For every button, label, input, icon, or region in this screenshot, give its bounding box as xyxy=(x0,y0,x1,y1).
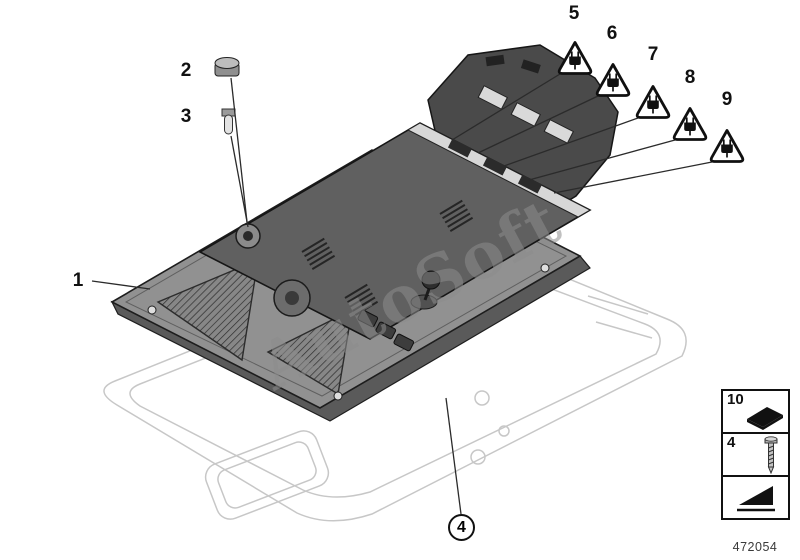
callout-4-label: 4 xyxy=(457,518,466,536)
callout-5[interactable]: 5 xyxy=(568,3,580,24)
leader-line-3 xyxy=(230,135,249,228)
cap-part-icon xyxy=(214,57,240,77)
callout-6[interactable]: 6 xyxy=(606,23,618,44)
frame-screw xyxy=(540,263,550,273)
callout-3[interactable]: 3 xyxy=(180,106,192,127)
joystick-base xyxy=(410,294,438,310)
legend-item-4[interactable]: 4 xyxy=(723,434,788,477)
callout-1[interactable]: 1 xyxy=(72,270,84,291)
button-cluster xyxy=(357,309,415,352)
frame-screw xyxy=(147,305,157,315)
switch-unit xyxy=(110,44,619,422)
leader-line-7 xyxy=(503,117,639,167)
leader-line-4 xyxy=(445,397,462,515)
callout-9[interactable]: 9 xyxy=(721,89,733,110)
legend-item-4-label: 4 xyxy=(727,434,736,451)
legend-direction-cell xyxy=(723,477,788,518)
warning-triangle-5-icon xyxy=(557,41,593,75)
connector-block xyxy=(482,156,508,176)
connector-block xyxy=(447,138,473,158)
callout-8[interactable]: 8 xyxy=(684,67,696,88)
leader-line-2 xyxy=(230,77,248,223)
screw-icon xyxy=(764,436,778,474)
rotary-ring-center xyxy=(285,291,299,305)
legend-item-10-label: 10 xyxy=(727,391,744,408)
joystick-knob xyxy=(421,270,441,290)
callout-2[interactable]: 2 xyxy=(180,60,192,81)
callout-4-circled[interactable]: 4 xyxy=(448,514,475,541)
warning-triangle-8-icon xyxy=(672,107,708,141)
foam-pad-icon xyxy=(747,407,783,430)
legend-item-10[interactable]: 10 xyxy=(723,391,788,434)
leader-line-9 xyxy=(553,161,713,194)
direction-arrow-icon xyxy=(736,485,775,511)
vent-slots xyxy=(301,199,474,317)
legend-box: 10 4 xyxy=(721,389,790,520)
warning-triangle-7-icon xyxy=(635,85,671,119)
frame-screw xyxy=(333,391,343,401)
connector-block xyxy=(517,174,543,194)
warning-triangle-6-icon xyxy=(595,63,631,97)
bulb-socket-hole xyxy=(243,231,253,241)
warning-triangle-9-icon xyxy=(709,129,745,163)
leader-line-8 xyxy=(528,139,676,181)
leader-lines xyxy=(91,73,713,515)
leader-line-6 xyxy=(477,95,599,154)
part-number: 472054 xyxy=(732,540,778,554)
callout-7[interactable]: 7 xyxy=(647,44,659,65)
speaker-grille-left xyxy=(156,258,259,362)
leader-line-1 xyxy=(91,280,151,290)
leader-line-5 xyxy=(451,73,561,141)
speaker-grille-bottom xyxy=(266,308,353,396)
bulb-part-icon xyxy=(221,108,236,135)
